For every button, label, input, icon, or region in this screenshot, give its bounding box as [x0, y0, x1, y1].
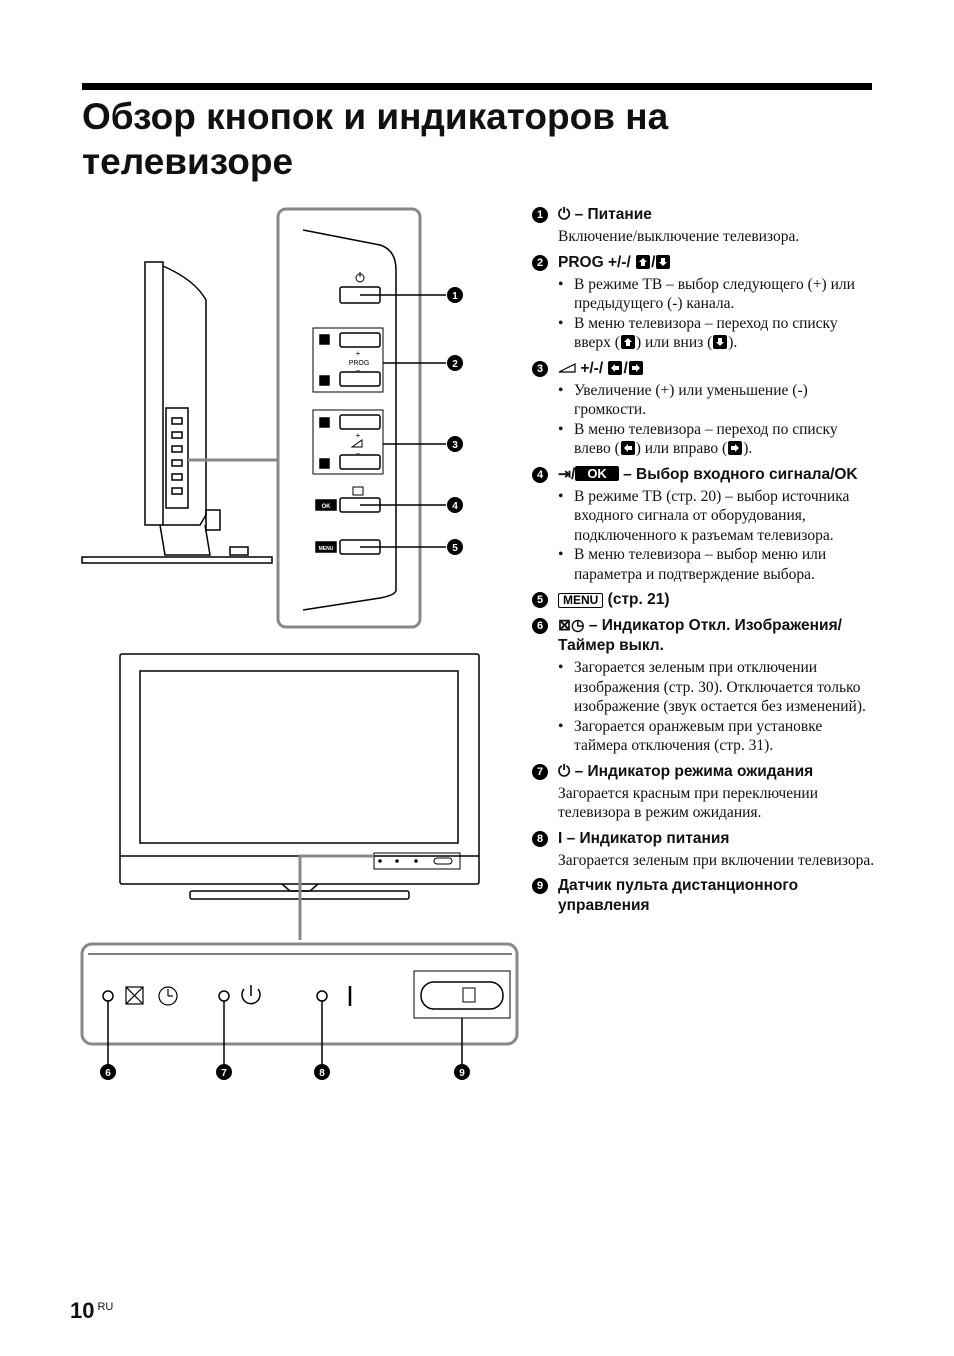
- standby-power-icon: [241, 988, 261, 1005]
- list-item: 1 ⏻ – Питание Включение/выключение телев…: [532, 205, 877, 247]
- vol-plus: +: [356, 431, 361, 440]
- callout-8: 8: [319, 1068, 325, 1079]
- callout-9: 9: [459, 1068, 465, 1079]
- list-item: 4 ⇥/OK – Выбор входного сигнала/OK В реж…: [532, 465, 877, 585]
- callout-5: 5: [452, 543, 458, 554]
- indicator-panel-zoom: [80, 942, 519, 1046]
- up-arrow-icon: [636, 254, 651, 269]
- prog-plus: +: [356, 349, 361, 358]
- list-item: 6 ⊠◷ – Индикатор Откл. Изображения/Тайме…: [532, 616, 877, 756]
- down-arrow-icon: [713, 335, 728, 349]
- tv-side-view: [81, 261, 273, 564]
- power-icon: ⏻: [558, 206, 571, 223]
- page-title: Обзор кнопок и индикаторов на телевизоре: [82, 96, 669, 182]
- page-lang: RU: [97, 1301, 114, 1313]
- right-arrow-icon: [728, 441, 743, 455]
- prog-plus-button[interactable]: [339, 332, 381, 348]
- menu-key-label: MENU: [319, 546, 334, 552]
- list-item: 2 PROG +/-/ / В режиме ТВ – выбор следую…: [532, 253, 877, 353]
- input-icon: ⇥: [558, 465, 571, 483]
- prog-minus-button[interactable]: [339, 371, 381, 387]
- up-arrow-icon: [620, 335, 635, 349]
- callout-7: 7: [221, 1068, 227, 1079]
- picture-off-timer-led: [102, 990, 114, 1002]
- list-item: 7 ⏻ – Индикатор режима ожидания Загорает…: [532, 762, 877, 823]
- prog-label: PROG: [349, 360, 370, 367]
- callout-1: 1: [452, 291, 458, 302]
- right-arrow-icon: [628, 360, 643, 375]
- volume-plus-button[interactable]: [339, 414, 381, 430]
- list-item: 9 Датчик пульта дистанционного управлени…: [532, 876, 877, 916]
- volume-minus-button[interactable]: [339, 454, 381, 470]
- picture-off-timer-icon: ⊠◷: [558, 617, 585, 634]
- callout-2: 2: [452, 359, 458, 370]
- picture-off-icon: [125, 986, 144, 1005]
- timer-icon: [158, 986, 178, 1006]
- list-item: 8 I – Индикатор питания Загорается зелен…: [532, 829, 877, 871]
- button-panel-zoom: [276, 207, 422, 629]
- remote-sensor: [420, 981, 504, 1010]
- vol-minus: –: [356, 449, 361, 458]
- standby-icon: ⏻: [558, 762, 571, 780]
- ok-key-label: OK: [322, 504, 332, 510]
- power-led: [316, 990, 328, 1002]
- prog-minus: –: [356, 366, 361, 375]
- callout-6: 6: [105, 1068, 111, 1079]
- left-arrow-icon: [620, 441, 635, 455]
- title-rule: [82, 83, 872, 90]
- list-item: 5 MENU (стр. 21): [532, 590, 877, 610]
- menu-icon: MENU: [558, 593, 604, 608]
- description-list: 1 ⏻ – Питание Включение/выключение телев…: [532, 205, 877, 922]
- volume-icon: [558, 362, 576, 373]
- callout-4: 4: [452, 501, 458, 512]
- list-item: 3 +/-/ / Увеличение (+) или уменьшение (…: [532, 359, 877, 459]
- left-arrow-icon: [608, 360, 623, 375]
- callout-3: 3: [452, 440, 458, 451]
- ok-icon: OK: [575, 465, 619, 481]
- down-arrow-icon: [656, 254, 671, 269]
- standby-led: [218, 990, 230, 1002]
